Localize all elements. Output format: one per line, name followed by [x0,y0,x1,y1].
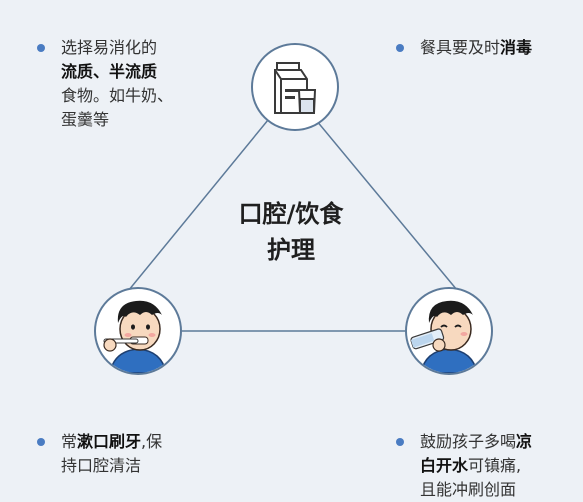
boy-brushing-teeth-icon [94,287,182,375]
center-title-line-2: 护理 [267,236,315,264]
bullet-icon [37,438,45,446]
note-text: 鼓励孩子多喝 [420,432,517,451]
bullet-icon [396,438,404,446]
note-text: 常 [61,432,78,451]
note-text: ,保 [141,432,163,451]
note-top-left: 选择易消化的 流质、半流质 食物。如牛奶、 蛋羹等 [37,36,201,132]
note-line: 食物。如牛奶、 [61,86,174,105]
note-line: 选择易消化的 [61,38,158,57]
connector-top-right [315,119,463,297]
connector-top-left [123,119,269,297]
bullet-icon [37,44,45,52]
center-title: 口腔/饮食 护理 [206,196,376,268]
bullet-icon [396,44,404,52]
note-emphasis: 白开水 [420,456,469,475]
note-emphasis: 凉 [516,432,533,451]
boy-drinking-water-icon [405,287,493,375]
note-emphasis: 漱口刷牙 [77,432,142,451]
note-top-right: 餐具要及时消毒 [396,36,570,60]
note-line: 蛋羹等 [61,110,110,129]
note-line-emphasis: 流质、半流质 [61,62,158,81]
note-text: 可镇痛, [468,456,522,475]
note-text: 持口腔清洁 [61,456,142,475]
note-bottom-right: 鼓励孩子多喝凉 白开水可镇痛, 且能冲刷创面 [396,430,580,502]
note-bottom-left: 常漱口刷牙,保 持口腔清洁 [37,430,211,478]
note-text: 且能冲刷创面 [420,480,517,499]
center-title-line-1: 口腔/饮食 [238,200,344,228]
note-text: 餐具要及时 [420,38,501,57]
note-emphasis: 消毒 [500,38,533,57]
milk-carton-and-glass-icon [251,43,339,131]
